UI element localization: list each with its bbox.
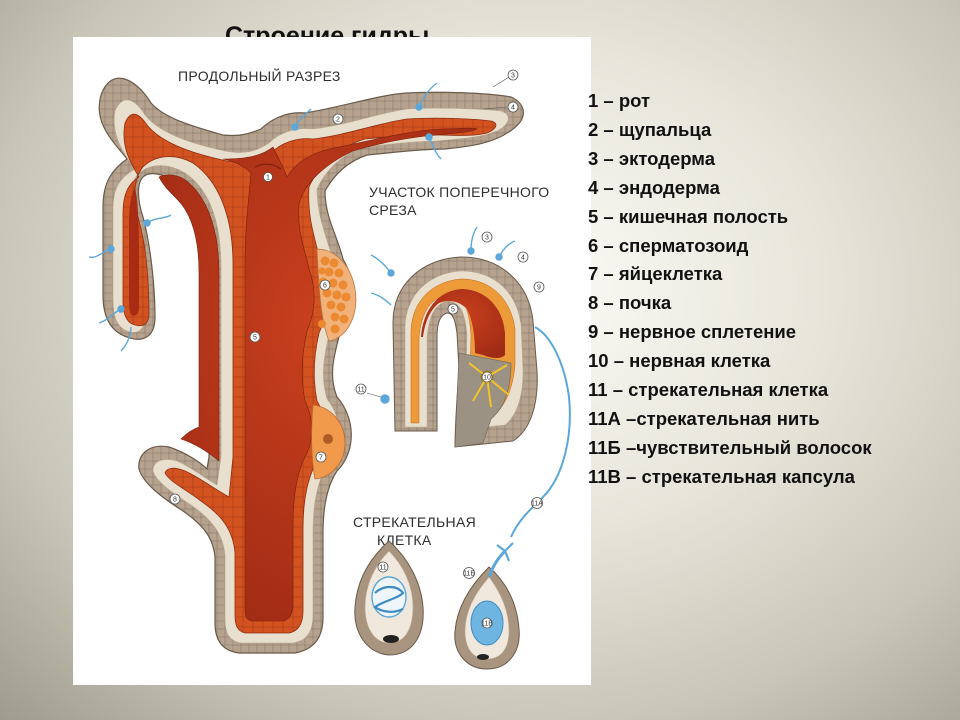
legend-item: 6 – сперматозоид [588, 234, 749, 256]
legend-item: 7 – яйцеклетка [588, 263, 723, 285]
label-cnidocyte-line1: СТРЕКАТЕЛЬНАЯ [353, 514, 476, 530]
legend-item: 11 – стрекательная клетка [588, 379, 829, 401]
legend-item: 11А –стрекательная нить [588, 407, 820, 429]
legend-item: 11Б –чувствительный волосок [588, 436, 872, 458]
cnidocyte-discharging: 11В 11Б [454, 542, 520, 670]
marker-6: 6 [323, 283, 327, 290]
marker-5b-group: 5 [447, 303, 459, 315]
marker-11a: 11А [531, 501, 543, 508]
marker-3-cross: 3 [485, 235, 489, 242]
tentacle-cavity [129, 187, 139, 316]
marker-3-group: 3 [492, 69, 519, 88]
hydra-structure-diagram: 1 2 3 4 5 [88, 67, 571, 670]
marker-11v: 11В [481, 621, 493, 628]
marker-2: 2 [336, 117, 340, 124]
egg-cell: 7 [311, 404, 346, 480]
zoom-leader-line [510, 326, 571, 538]
marker-10: 10 [483, 375, 491, 382]
marker-1: 1 [266, 175, 270, 182]
legend-item: 2 – щупальца [588, 118, 712, 140]
legend-item: 8 – почка [588, 292, 672, 314]
marker-4-group: 4 [482, 101, 519, 113]
hydra-figure: 1 2 3 4 5 [73, 37, 591, 685]
testis [316, 248, 357, 342]
legend-item: 11В – стрекательная капсула [588, 465, 855, 487]
label-cross-section-line2: СРЕЗА [369, 202, 417, 218]
longitudinal-section: 1 2 3 4 5 [88, 69, 524, 654]
marker-11: 11 [357, 387, 364, 394]
nerve-cell: 10 [468, 362, 510, 408]
mouth: 1 [254, 163, 282, 182]
marker-11-group: 11 [355, 383, 382, 398]
marker-9-group: 9 [533, 281, 545, 293]
marker-11-cell: 11 [379, 565, 386, 572]
cnidocyte-hairs [88, 82, 442, 404]
marker-8: 8 [173, 497, 177, 504]
cross-section-cavity [421, 289, 505, 358]
legend-item: 1 – рот [588, 90, 651, 111]
marker-2-group: 2 [332, 113, 344, 125]
marker-9: 9 [537, 285, 541, 292]
marker-4b-group: 4 [517, 251, 529, 263]
marker-3b-group: 3 [481, 231, 493, 243]
bud: 8 [169, 493, 181, 505]
legend-item: 5 – кишечная полость [588, 205, 789, 227]
legend-item: 4 – эндодерма [588, 176, 720, 198]
legend-list: 1 – рот 2 – щупальца 3 – эктодерма 4 – э… [588, 87, 948, 492]
marker-4-cross: 4 [521, 255, 525, 262]
marker-6-group: 6 [319, 279, 331, 291]
marker-5-group: 5 [249, 331, 261, 343]
cross-section: 10 5 3 4 [370, 226, 571, 538]
legend-item: 10 – нервная клетка [588, 350, 771, 372]
marker-11a-group: 11А [531, 497, 543, 509]
legend-item: 9 – нервное сплетение [588, 321, 797, 343]
marker-11b: 11Б [463, 571, 475, 578]
marker-5: 5 [253, 335, 257, 342]
cross-section-hairs [370, 226, 516, 277]
label-cross-section-line1: УЧАСТОК ПОПЕРЕЧНОГО [369, 184, 550, 200]
legend-item: 3 – эктодерма [588, 147, 716, 169]
cross-section-gray-tissue [454, 352, 512, 448]
marker-3: 3 [511, 73, 515, 80]
marker-4: 4 [511, 105, 515, 112]
cnidocyte-coiled: 11 [354, 540, 424, 656]
marker-7: 7 [319, 455, 323, 462]
label-longitudinal-section: ПРОДОЛЬНЫЙ РАЗРЕЗ [178, 67, 341, 84]
marker-5-cross: 5 [451, 307, 455, 314]
gastric-cavity [158, 127, 478, 622]
